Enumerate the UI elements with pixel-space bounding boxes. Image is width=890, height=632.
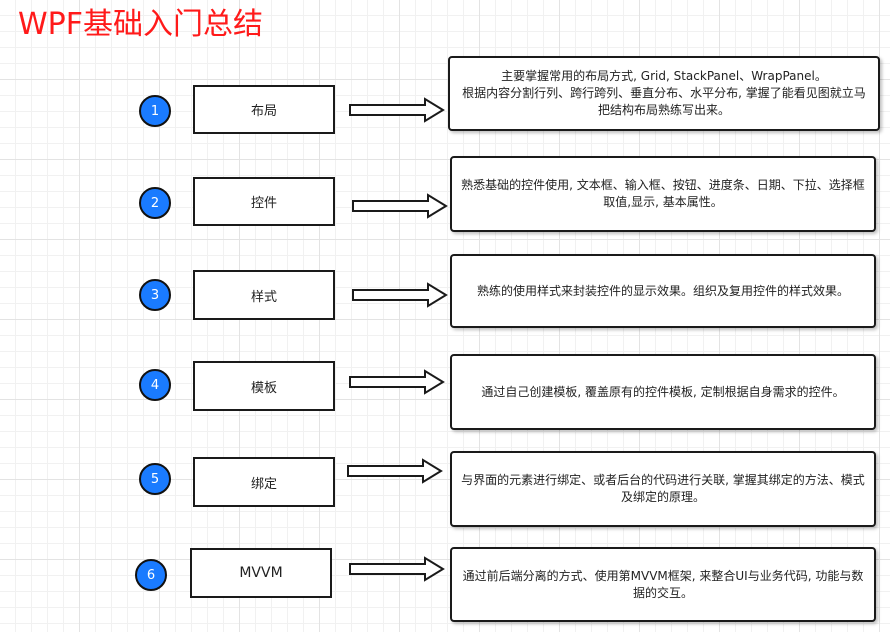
step-number-badge-3: 3 (139, 279, 171, 311)
description-text-mvvm: 通过前后端分离的方式、使用第MVVM框架, 来整合UI与业务代码, 功能与数据的… (462, 568, 864, 600)
step-number-badge-4: 4 (139, 369, 171, 401)
topic-box-templates: 模板 (193, 361, 335, 411)
description-box-binding: 与界面的元素进行绑定、或者后台的代码进行关联, 掌握其绑定的方法、模式及绑定的原… (450, 451, 876, 527)
topic-box-mvvm: MVVM (190, 548, 332, 598)
diagram-title: WPF基础入门总结 (18, 7, 264, 42)
step-number-badge-2: 2 (139, 187, 171, 219)
description-text-controls: 熟悉基础的控件使用, 文本框、输入框、按钮、进度条、日期、下拉、选择框 取值,显… (461, 178, 865, 209)
description-box-styles: 熟练的使用样式来封装控件的显示效果。组织及复用控件的样式效果。 (450, 254, 876, 328)
step-number-badge-1: 1 (139, 95, 171, 127)
description-text-binding: 与界面的元素进行绑定、或者后台的代码进行关联, 掌握其绑定的方法、模式及绑定的原… (461, 473, 865, 504)
step-number-badge-5: 5 (139, 463, 171, 495)
topic-box-binding: 绑定 (193, 457, 335, 507)
topic-box-styles: 样式 (193, 270, 335, 320)
description-text-styles: 熟练的使用样式来封装控件的显示效果。组织及复用控件的样式效果。 (476, 283, 849, 298)
topic-box-layout: 布局 (193, 85, 335, 134)
description-box-layout: 主要掌握常用的布局方式, Grid, StackPanel、WrapPanel。… (448, 56, 880, 131)
right-arrow-icon (352, 282, 448, 308)
description-box-controls: 熟悉基础的控件使用, 文本框、输入框、按钮、进度条、日期、下拉、选择框 取值,显… (450, 156, 876, 232)
right-arrow-icon (347, 458, 443, 484)
right-arrow-icon (349, 369, 445, 395)
description-box-mvvm: 通过前后端分离的方式、使用第MVVM框架, 来整合UI与业务代码, 功能与数据的… (450, 547, 876, 622)
right-arrow-icon (349, 97, 445, 123)
description-text-templates: 通过自己创建模板, 覆盖原有的控件模板, 定制根据自身需求的控件。 (481, 384, 845, 399)
topic-box-controls: 控件 (193, 177, 335, 226)
right-arrow-icon (349, 556, 445, 582)
right-arrow-icon (352, 193, 448, 219)
description-box-templates: 通过自己创建模板, 覆盖原有的控件模板, 定制根据自身需求的控件。 (450, 354, 876, 430)
description-text-layout: 主要掌握常用的布局方式, Grid, StackPanel、WrapPanel。… (462, 69, 866, 117)
step-number-badge-6: 6 (135, 559, 167, 591)
